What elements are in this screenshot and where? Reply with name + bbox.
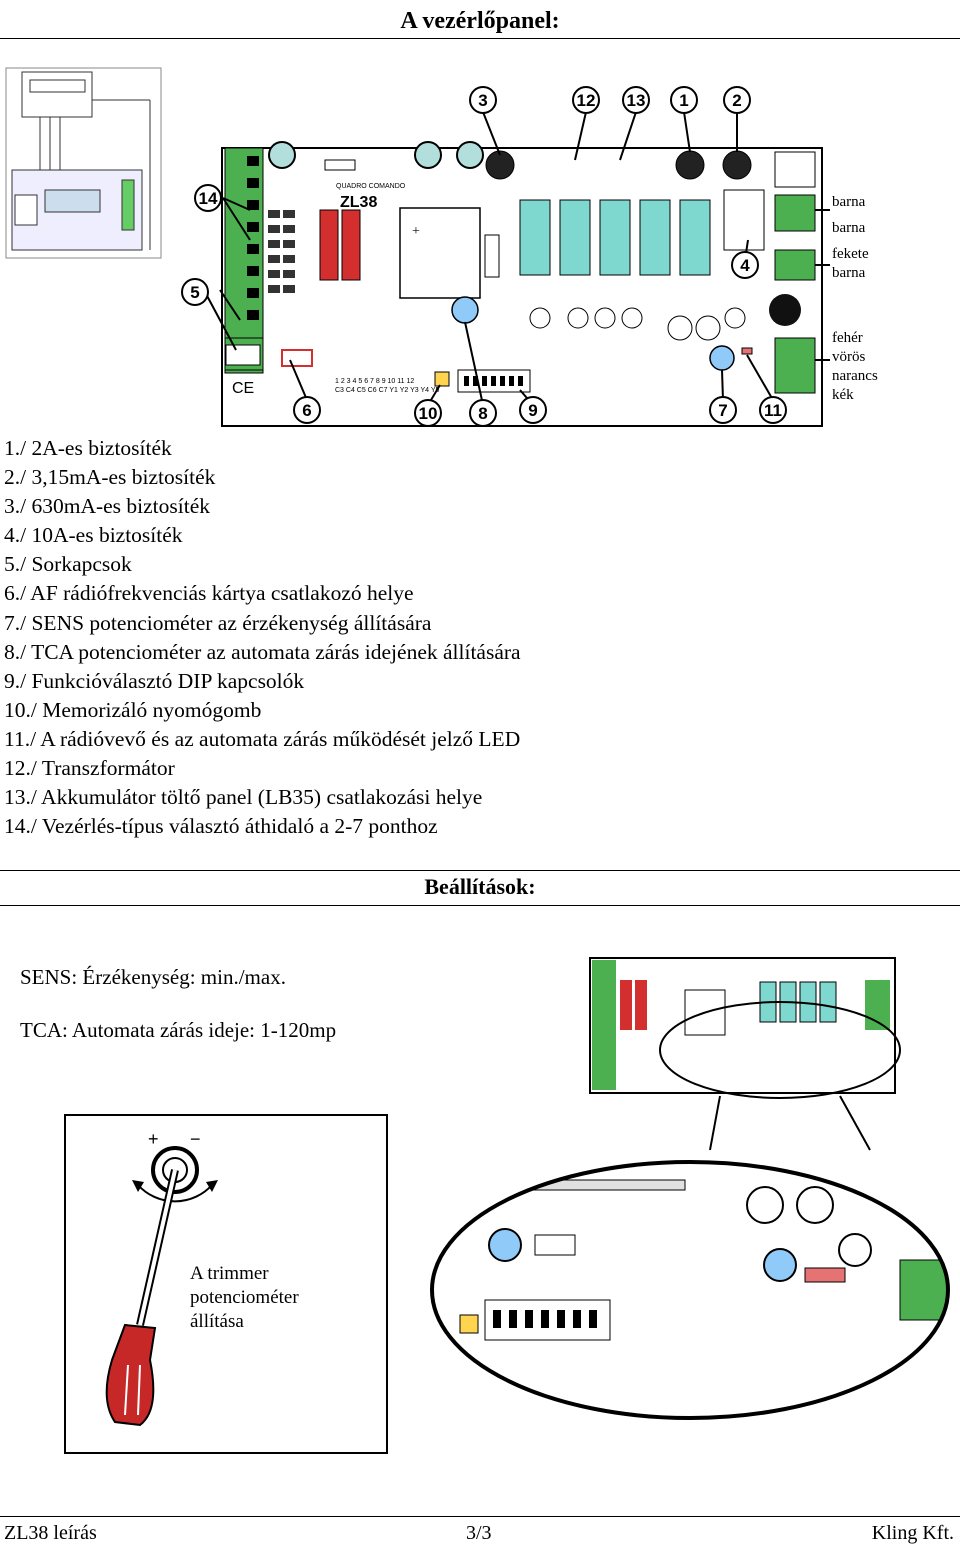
component-legend: 1./ 2A-es biztosíték 2./ 3,15mA-es bizto… [4,434,521,841]
wire-color: barna [832,194,866,210]
top-rule [0,38,960,39]
svg-text:C3 C4 C5 C6 C7 Y1 Y2 Y3 Y4 Y5: C3 C4 C5 C6 C7 Y1 Y2 Y3 Y4 Y5 [335,387,440,394]
legend-item: 9./ Funkcióválasztó DIP kapcsolók [4,668,305,693]
plus-sign: + [148,1129,159,1149]
trimmer-caption-line: A trimmer [190,1263,269,1284]
board-thumbnail [589,957,901,1151]
legend-item: 4./ 10A-es biztosíték [4,523,183,548]
callout-numbers: 3 12 13 1 2 14 4 5 6 10 8 9 7 11 [190,91,782,423]
sens-setting: SENS: Érzékenység: min./max. [20,965,286,989]
wiring-inset [5,67,162,259]
wire-color: fehér [832,330,863,346]
svg-text:8: 8 [478,404,487,423]
wire-color: fekete [832,246,869,262]
svg-text:13: 13 [627,91,646,110]
svg-text:7: 7 [718,401,727,420]
wire-color: barna [832,220,866,236]
wire-colors-upper: barna barna fekete barna [832,193,869,283]
minus-sign: − [190,1129,201,1149]
legend-item: 14./ Vezérlés-típus választó áthidaló a … [4,814,438,839]
wire-color: vörös [832,349,866,365]
wire-color: narancs [832,368,878,384]
svg-text:11: 11 [764,401,782,420]
legend-item: 6./ AF rádiófrekvenciás kártya csatlakoz… [4,581,414,606]
wire-colors-lower: fehér vörös narancs kék [832,329,878,405]
legend-item: 7./ SENS potenciométer az érzékenység ál… [4,610,432,635]
footer-rule [0,1516,960,1517]
legend-item: 13./ Akkumulátor töltő panel (LB35) csat… [4,785,483,810]
trimmer-illustration: + − [64,1114,388,1454]
svg-text:10: 10 [419,404,438,423]
legend-item: 5./ Sorkapcsok [4,552,132,577]
svg-text:QUADRO COMANDO: QUADRO COMANDO [336,183,406,190]
svg-text:2: 2 [732,91,741,110]
footer-company: Kling Kft. [871,1522,954,1544]
svg-text:1 2 3 4 5 6 7 8 9 10 11 12: 1 2 3 4 5 6 7 8 9 10 11 12 [335,378,414,385]
legend-item: 8./ TCA potenciométer az automata zárás … [4,639,521,664]
svg-text:+: + [412,224,420,239]
board-label: ZL38 [340,194,377,211]
legend-item: 3./ 630mA-es biztosíték [4,494,211,519]
callouts [181,86,830,427]
board: QUADRO COMANDO ZL38 + [221,141,823,427]
trimmer-caption-line: potenciométer [190,1287,299,1308]
svg-text:5: 5 [190,283,199,302]
svg-text:12: 12 [577,91,596,110]
wire-color: kék [832,387,854,403]
svg-text:3: 3 [478,91,487,110]
svg-text:14: 14 [199,189,218,208]
legend-item: 1./ 2A-es biztosíték [4,436,172,460]
svg-text:6: 6 [302,401,311,420]
svg-text:4: 4 [740,256,750,275]
trimmer-caption: A trimmer potenciométer állítása [190,1262,299,1334]
legend-item: 2./ 3,15mA-es biztosíték [4,465,216,490]
trimmer-caption-line: állítása [190,1311,244,1332]
footer-page-number: 3/3 [466,1522,492,1544]
magnified-view [430,1160,950,1420]
wire-color: barna [832,265,866,281]
settings-rule-bottom [0,905,960,906]
control-panel-diagram: QUADRO COMANDO ZL38 + [5,67,830,427]
footer-left: ZL38 leírás [4,1522,97,1544]
legend-item: 12./ Transzformátor [4,756,175,781]
svg-text:9: 9 [528,401,537,420]
svg-text:CE: CE [232,380,254,397]
legend-item: 10./ Memorizáló nyomógomb [4,697,262,722]
legend-item: 11./ A rádióvevő és az automata zárás mű… [4,726,521,751]
page-title: A vezérlőpanel: [400,8,560,34]
svg-text:1: 1 [679,91,688,110]
tca-setting: TCA: Automata zárás ideje: 1-120mp [20,1018,337,1042]
settings-rule-top [0,870,960,871]
settings-title: Beállítások: [424,874,536,899]
